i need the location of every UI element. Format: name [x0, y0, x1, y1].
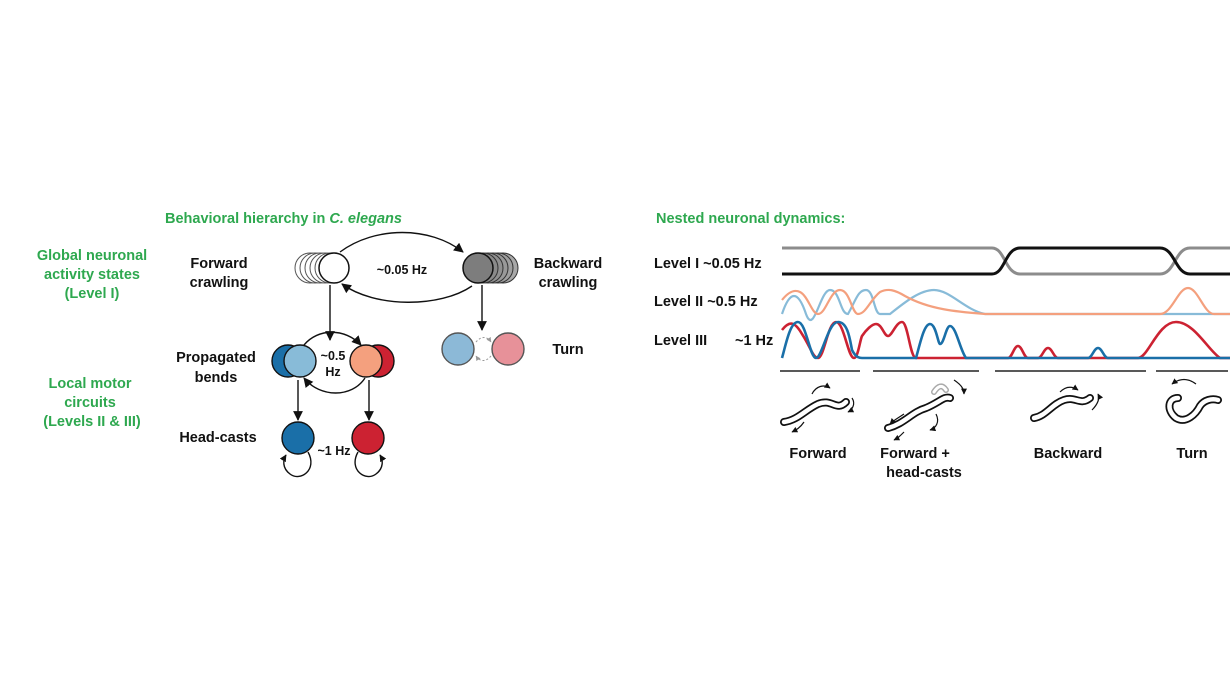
level1-label: Level I ~0.05 Hz [654, 256, 762, 272]
head-cast-self-loops [279, 451, 387, 478]
backward-state-node [462, 252, 519, 284]
level2-salmon-trace [781, 286, 1230, 316]
svg-text:Global neuronal: Global neuronal [37, 248, 147, 264]
propagated-bends-blue-node [271, 344, 317, 378]
svg-text:bends: bends [195, 370, 238, 386]
left-panel: Behavioral hierarchy in C. elegans Globa… [37, 211, 603, 478]
head-casts-label: Head-casts [179, 430, 256, 446]
svg-text:~0.5: ~0.5 [321, 349, 346, 363]
level1-traces [782, 246, 1230, 276]
level2-traces [780, 286, 1230, 321]
level3-frequency-label: ~1 Hz [735, 333, 773, 349]
turn-node [441, 332, 525, 366]
propagated-bends-label: Propagated bends [176, 350, 256, 386]
behavior-turn-label: Turn [1176, 446, 1207, 462]
level1-gray-trace [782, 246, 1230, 276]
svg-text:activity states: activity states [44, 267, 140, 283]
level2-frequency: ~0.5 Hz [321, 349, 346, 379]
level2-light-blue-trace [780, 288, 1230, 321]
level3-label: Level III [654, 333, 707, 349]
turn-arrows [475, 336, 492, 362]
svg-text:Hz: Hz [325, 365, 340, 379]
vertical-arrows [293, 285, 487, 421]
behavior-forward-headcasts-label: Forward + [880, 446, 950, 462]
backward-worm-icon [1030, 384, 1104, 422]
level1-black-trace [782, 246, 1230, 276]
global-states-label: Global neuronal activity states (Level I… [37, 248, 147, 302]
local-circuits-label: Local motor circuits (Levels II & III) [43, 376, 141, 430]
svg-text:(Levels II & III): (Levels II & III) [43, 414, 141, 430]
right-panel-title: Nested neuronal dynamics: [656, 211, 845, 227]
level3-blue-trace [780, 320, 1230, 360]
level2-oscillation-arrows [303, 331, 366, 394]
behavior-forward-headcasts-label-2: head-casts [886, 465, 962, 481]
behavior-forward-label: Forward [789, 446, 846, 462]
svg-text:Local motor: Local motor [49, 376, 132, 392]
svg-text:Forward: Forward [190, 256, 247, 272]
turn-label: Turn [552, 342, 583, 358]
propagated-bends-red-node [349, 344, 395, 378]
svg-text:Propagated: Propagated [176, 350, 256, 366]
svg-text:Backward: Backward [534, 256, 603, 272]
forward-state-node [294, 252, 350, 284]
level1-transition-arrows [339, 231, 473, 303]
level1-frequency: ~0.05 Hz [377, 263, 427, 277]
left-panel-title: Behavioral hierarchy in C. elegans [165, 211, 402, 227]
svg-text:circuits: circuits [64, 395, 116, 411]
level2-label: Level II ~0.5 Hz [654, 294, 758, 310]
backward-crawling-label: Backward crawling [534, 256, 603, 291]
svg-text:crawling: crawling [190, 275, 249, 291]
svg-text:(Level I): (Level I) [65, 286, 120, 302]
level3-traces [780, 320, 1230, 360]
head-cast-nodes [281, 421, 385, 455]
right-panel: Nested neuronal dynamics: Level I ~0.05 … [654, 211, 1230, 481]
forward-headcast-worm-icon [884, 379, 967, 441]
behavior-backward-label: Backward [1034, 446, 1103, 462]
forward-worm-icon [780, 382, 855, 433]
svg-text:crawling: crawling [539, 275, 598, 291]
level3-frequency: ~1 Hz [317, 444, 350, 458]
forward-crawling-label: Forward crawling [190, 256, 249, 291]
behavior-labels: Forward Forward + head-casts Backward Tu… [789, 446, 1207, 481]
turn-worm-icon [1165, 378, 1222, 424]
